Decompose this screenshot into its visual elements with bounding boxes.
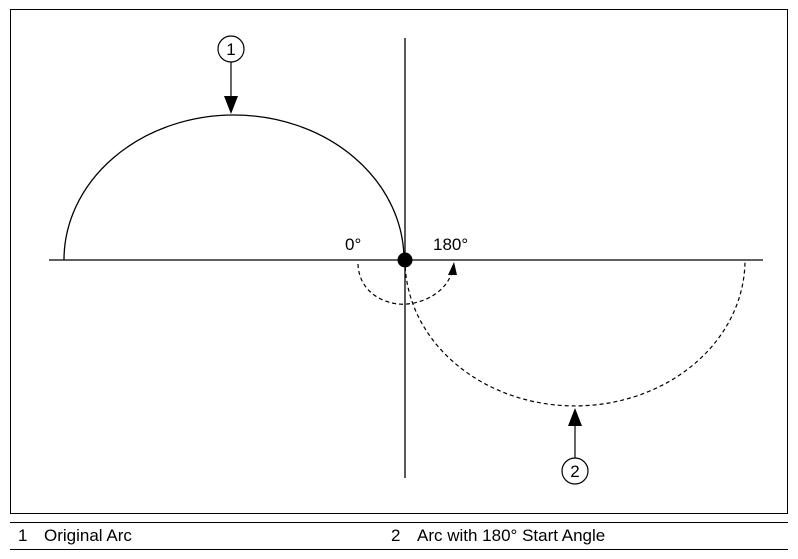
arc-diagram: 0° 180° 1 2 [49,35,763,485]
rotation-indicator-arc [357,263,453,305]
legend-item-1: 1 Original Arc [18,526,132,546]
legend-item-2: 2 Arc with 180° Start Angle [391,526,605,546]
legend-item-2-label: Arc with 180° Start Angle [417,526,606,545]
angle-label-end: 180° [433,235,468,254]
legend: 1 Original Arc 2 Arc with 180° Start Angle [10,522,788,550]
rotated-arc [404,259,746,407]
callout-1: 1 [217,35,245,114]
original-arc [63,114,405,261]
callout-1-arrowhead [224,96,238,114]
legend-item-1-number: 1 [18,526,28,545]
rotation-indicator-arrowhead [448,262,457,275]
figure-frame: 0° 180° 1 2 [10,9,788,514]
callout-1-number: 1 [226,40,235,59]
angle-label-start: 0° [345,235,361,254]
center-point [397,252,413,268]
callout-2: 2 [561,408,589,485]
callout-2-arrowhead [568,408,582,426]
legend-item-1-label: Original Arc [44,526,132,545]
callout-2-number: 2 [570,462,579,481]
legend-item-2-number: 2 [391,526,401,545]
